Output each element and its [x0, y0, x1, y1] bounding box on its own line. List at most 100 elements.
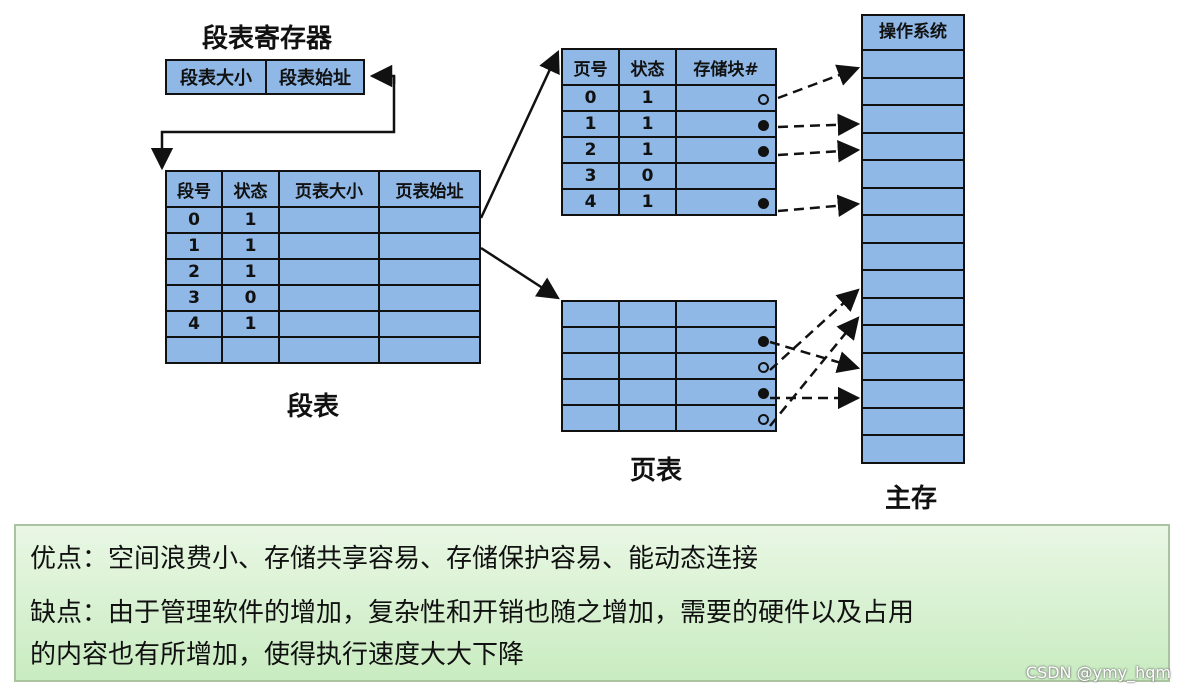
- segment-status-cell: [221, 336, 280, 364]
- page-number-cell: [561, 404, 620, 432]
- pointer-dot-icon: [758, 414, 769, 425]
- memory-block: [863, 354, 963, 381]
- pointer-dot-icon: [758, 94, 769, 105]
- table-row: 2 1: [561, 136, 777, 164]
- memory-block: [863, 244, 963, 271]
- frame-number-cell: [675, 300, 777, 328]
- table-row: 4 1: [561, 188, 777, 216]
- segment-number-cell: 4: [165, 310, 223, 338]
- segment-register-size-cell: 段表大小: [165, 59, 267, 95]
- register-to-segment-table-arrow: [150, 76, 396, 171]
- page-status-cell: 1: [618, 136, 677, 164]
- page-table-size-cell: [278, 336, 380, 364]
- memory-block: [863, 51, 963, 79]
- segment-number-cell: [165, 336, 223, 364]
- page-number-cell: [561, 378, 620, 406]
- segment-number-cell: 2: [165, 258, 223, 286]
- pointer-dot-icon: [758, 198, 769, 209]
- segment-table-header: 段号: [165, 170, 223, 208]
- segment-status-cell: 1: [221, 258, 280, 286]
- memory-block: [863, 134, 963, 161]
- memory-block: [863, 326, 963, 354]
- segment-number-cell: 0: [165, 206, 223, 234]
- page-table-size-cell: [278, 232, 380, 260]
- page1-frame-arrow: [777, 113, 861, 137]
- page-table-base-cell: [378, 232, 481, 260]
- segment-table: 段号 状态 页表大小 页表始址 0 1 1 1 2 1 3 0 4 1: [165, 170, 481, 364]
- main-memory: 操作系统: [861, 14, 965, 464]
- page-status-cell: 0: [618, 162, 677, 190]
- segment-number-cell: 1: [165, 232, 223, 260]
- page-status-cell: [618, 404, 677, 432]
- table-row: 0 1: [561, 84, 777, 112]
- segment-status-cell: 1: [221, 206, 280, 234]
- page0-frame-arrow: [777, 64, 861, 100]
- page-status-cell: 1: [618, 188, 677, 216]
- segment-status-cell: 1: [221, 232, 280, 260]
- segment-to-page-table-top-arrow: [479, 49, 560, 219]
- table-row: 4 1: [165, 310, 481, 338]
- table-row: [561, 352, 777, 380]
- page-number-cell: 2: [561, 136, 620, 164]
- page-table-header: 存储块#: [675, 48, 777, 86]
- page-table-size-cell: [278, 206, 380, 234]
- pointer-dot-icon: [758, 146, 769, 157]
- page-table-base-cell: [378, 206, 481, 234]
- frame-number-cell: [675, 162, 777, 190]
- segment-status-cell: 1: [221, 310, 280, 338]
- page-table-header: 状态: [618, 48, 677, 86]
- page-table-top: 页号 状态 存储块# 0 1 1 1 2 1 3 0 4 1: [561, 48, 777, 216]
- page4-frame-arrow: [777, 194, 861, 217]
- segment-table-caption: 段表: [287, 392, 340, 422]
- page-status-cell: [618, 326, 677, 354]
- page-table-bottom: [561, 300, 777, 432]
- page-table-base-cell: [378, 258, 481, 286]
- page-table-size-cell: [278, 310, 380, 338]
- table-row: [165, 336, 481, 364]
- pointer-dot-icon: [758, 120, 769, 131]
- memory-block: [863, 299, 963, 326]
- table-row: 3 0: [165, 284, 481, 312]
- frame-number-cell: [675, 326, 777, 354]
- page-table-caption: 页表: [630, 456, 683, 486]
- table-row: 0 1: [165, 206, 481, 234]
- segment-number-cell: 3: [165, 284, 223, 312]
- page-number-cell: [561, 300, 620, 328]
- pointer-dot-icon: [758, 362, 769, 373]
- memory-block: [863, 106, 963, 134]
- frame-number-cell: [675, 136, 777, 164]
- frame-number-cell: [675, 188, 777, 216]
- notes-panel: 优点：空间浪费小、存储共享容易、存储保护容易、能动态连接 缺点：由于管理软件的增…: [14, 524, 1170, 682]
- table-row: 3 0: [561, 162, 777, 190]
- page2-frame-arrow: [777, 140, 861, 163]
- table-row: [561, 378, 777, 406]
- bottom-page4-frame-arrow: [769, 316, 860, 427]
- memory-block: [863, 381, 963, 409]
- page-number-cell: [561, 352, 620, 380]
- page-table-base-cell: [378, 336, 481, 364]
- memory-block: [863, 409, 963, 436]
- page-table-size-cell: [278, 258, 380, 286]
- memory-block: [863, 161, 963, 189]
- memory-os-region: 操作系统: [863, 16, 963, 51]
- bottom-page2-frame-arrow: [769, 288, 860, 371]
- memory-block: [863, 271, 963, 299]
- page-status-cell: [618, 300, 677, 328]
- pros-text: 优点：空间浪费小、存储共享容易、存储保护容易、能动态连接: [30, 544, 759, 574]
- page-number-cell: 1: [561, 110, 620, 138]
- frame-number-cell: [675, 378, 777, 406]
- page-table-base-cell: [378, 310, 481, 338]
- cons-text-line2: 的内容也有所增加，使得执行速度大大下降: [30, 640, 525, 670]
- segment-table-header: 页表始址: [378, 170, 481, 208]
- frame-number-cell: [675, 110, 777, 138]
- page-number-cell: 4: [561, 188, 620, 216]
- table-row: [561, 300, 777, 328]
- page-status-cell: [618, 352, 677, 380]
- page-table-base-cell: [378, 284, 481, 312]
- register-back-arrow: [369, 64, 396, 88]
- memory-block: [863, 216, 963, 244]
- memory-caption: 主存: [885, 484, 938, 514]
- page-table-size-cell: [278, 284, 380, 312]
- memory-block: [863, 189, 963, 216]
- pointer-dot-icon: [758, 336, 769, 347]
